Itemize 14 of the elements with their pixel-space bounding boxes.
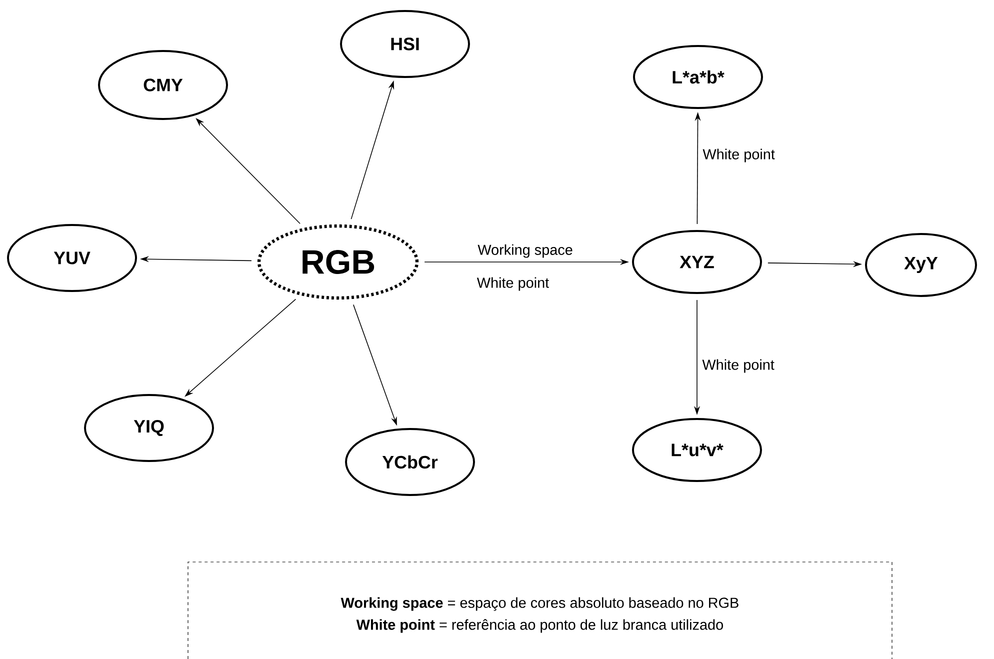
ellipse-node: HSI bbox=[340, 10, 470, 78]
ellipse-node: YIQ bbox=[84, 394, 214, 462]
caption-text: White point bbox=[476, 277, 549, 291]
note-box: Working space = espaço de cores absoluto baseado no RGB White point = referência ao ponto de luz branca utilizado bbox=[188, 562, 892, 659]
edge-label: Working space bbox=[478, 244, 572, 258]
ellipse-node: XYZ bbox=[632, 230, 762, 294]
ellipse-node: XyY bbox=[865, 233, 977, 297]
edge-label: White point bbox=[702, 359, 774, 373]
edge-label: White point bbox=[702, 148, 775, 162]
ellipse-node: YCbCr bbox=[345, 428, 475, 496]
ellipse-node: L*u*v* bbox=[632, 418, 762, 482]
ellipse-node: L*a*b* bbox=[633, 45, 763, 109]
ellipse-node: YUV bbox=[7, 224, 137, 292]
ellipse-node: CMY bbox=[98, 50, 228, 120]
